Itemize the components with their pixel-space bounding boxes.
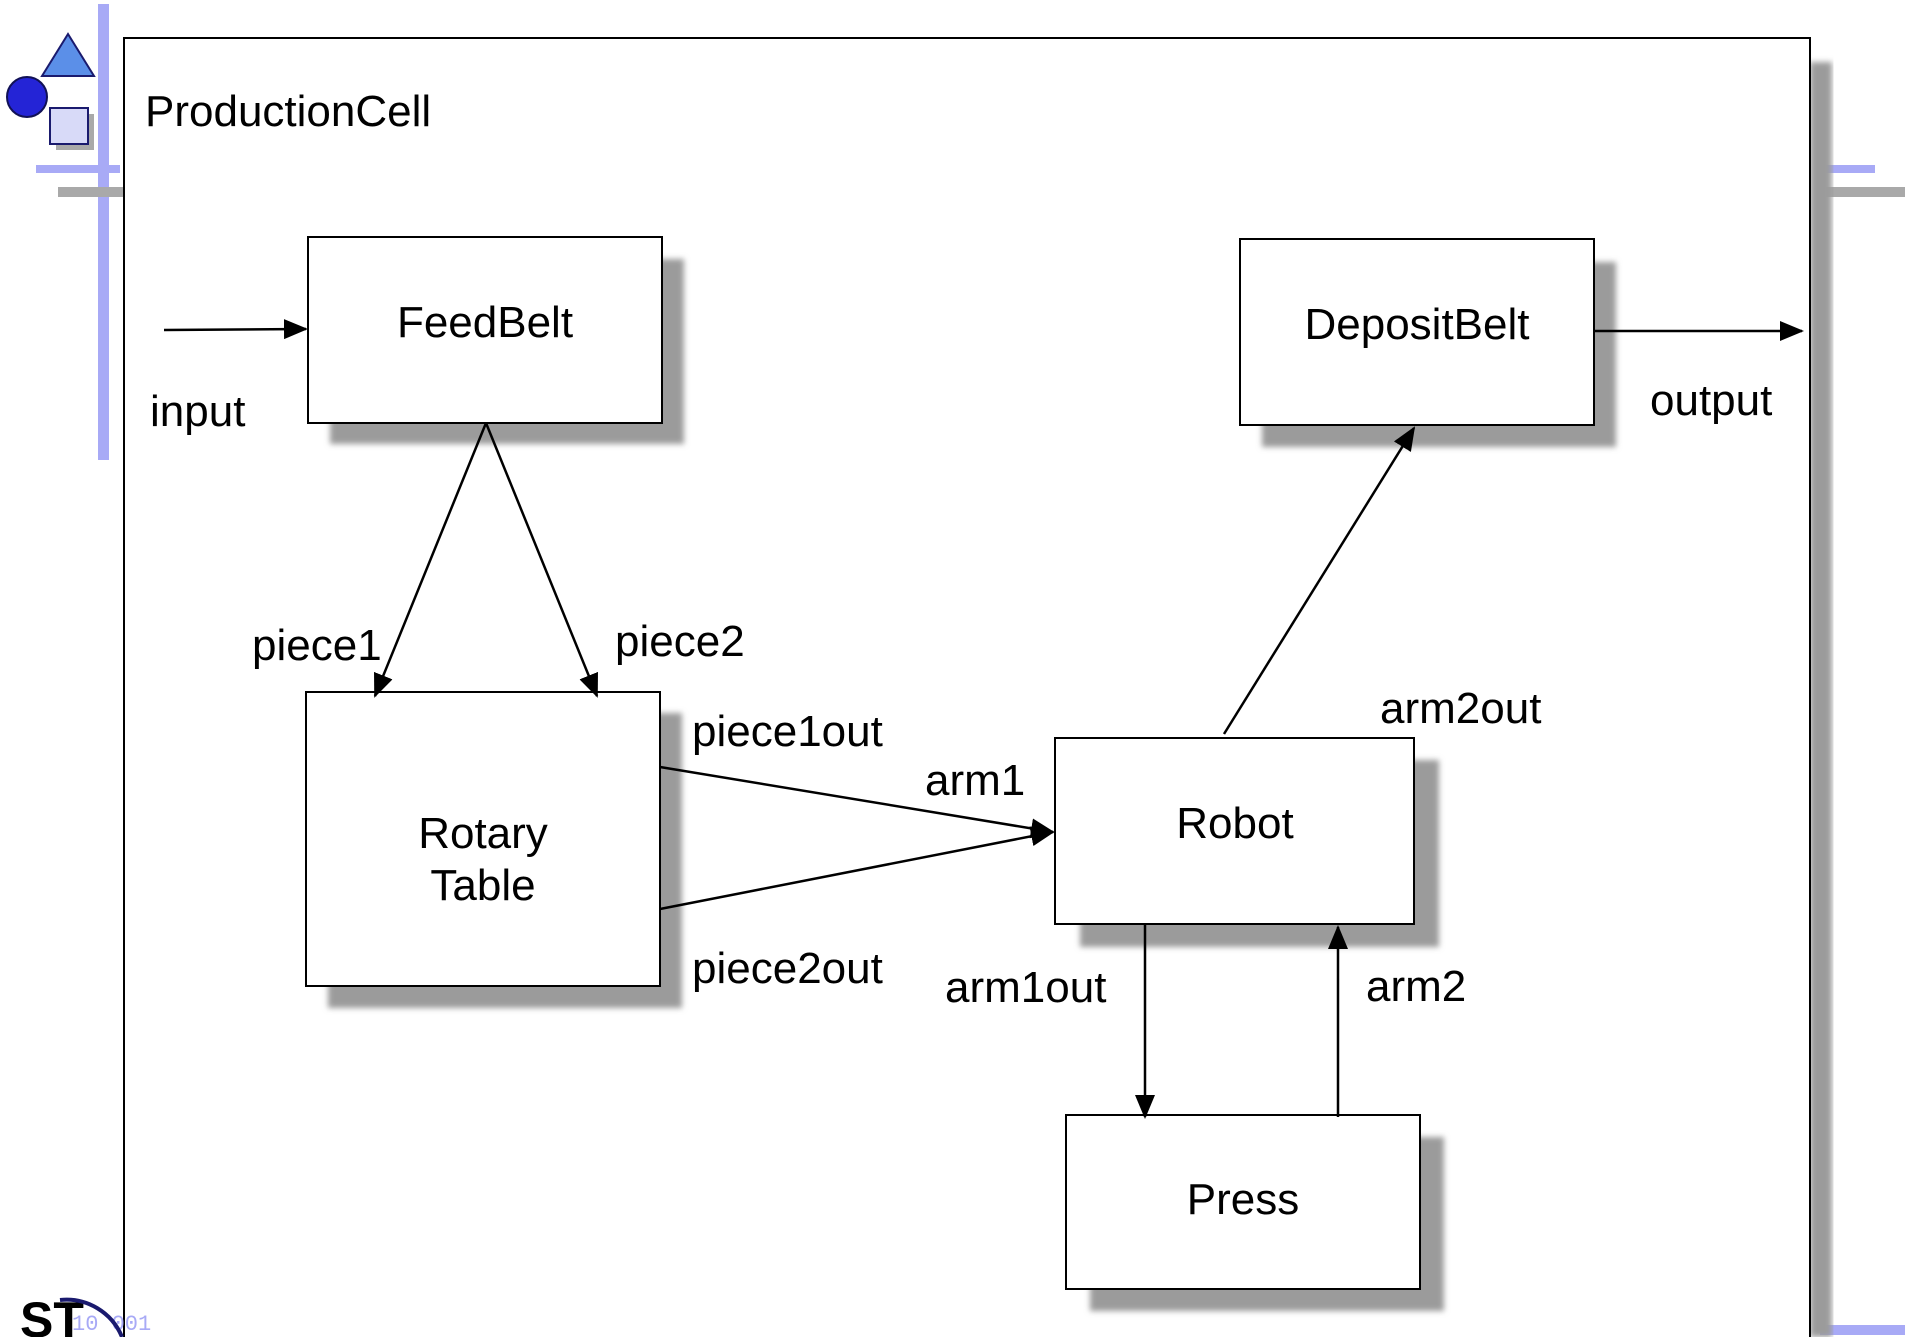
arm1out-label: arm1out bbox=[945, 963, 1106, 1012]
output-label: output bbox=[1650, 376, 1772, 425]
left-gray-bar bbox=[58, 187, 124, 197]
frame-border bbox=[123, 37, 1811, 1337]
left-horizontal-bar bbox=[36, 165, 120, 173]
piece1-label: piece1 bbox=[252, 621, 382, 670]
st-logo: ST 10 001 bbox=[20, 1292, 151, 1337]
st-logo-arc bbox=[59, 1297, 124, 1337]
port-labels: input output piece1 piece2 piece1out pie… bbox=[150, 376, 1772, 1012]
rotary-table-label-line1: Rotary bbox=[418, 809, 548, 858]
piece2out-to-arm1-arrow bbox=[659, 826, 1055, 911]
input-arrow bbox=[163, 319, 308, 340]
left-vertical-bar bbox=[98, 4, 109, 460]
diagram-title: ProductionCell bbox=[145, 87, 431, 136]
depositbelt-component: DepositBelt bbox=[1239, 238, 1595, 426]
feedbelt-to-piece2-arrow bbox=[484, 422, 599, 698]
triangle-icon bbox=[40, 32, 96, 77]
right-horizontal-bar bbox=[1820, 165, 1875, 173]
production-cell-frame: ProductionCell bbox=[123, 37, 1832, 1337]
frame-shadow bbox=[1810, 62, 1832, 1337]
circle-icon bbox=[6, 76, 48, 118]
piece1out-to-arm1-arrow bbox=[659, 765, 1055, 839]
arm1-label: arm1 bbox=[925, 756, 1025, 805]
depositbelt-label: DepositBelt bbox=[1304, 300, 1529, 349]
connectors bbox=[163, 319, 1804, 1119]
slide-decoration bbox=[6, 4, 1905, 1335]
press-label: Press bbox=[1187, 1175, 1299, 1224]
arm2out-to-depositbelt-arrow bbox=[1222, 426, 1416, 735]
right-gray-bar bbox=[1820, 187, 1905, 197]
shapes-icon bbox=[6, 32, 96, 150]
input-label: input bbox=[150, 387, 245, 436]
robot-label: Robot bbox=[1176, 799, 1293, 848]
feedbelt-label: FeedBelt bbox=[397, 298, 573, 347]
piece2-label: piece2 bbox=[615, 617, 745, 666]
arm2out-label: arm2out bbox=[1380, 684, 1541, 733]
feedbelt-to-piece1-arrow bbox=[373, 422, 488, 698]
piece2out-label: piece2out bbox=[692, 944, 883, 993]
rotary-table-component: Rotary Table bbox=[305, 691, 661, 987]
arm2-label: arm2 bbox=[1366, 962, 1466, 1011]
feedbelt-component: FeedBelt bbox=[307, 236, 663, 424]
rotary-table-label-line2: Table bbox=[430, 861, 535, 910]
robot-component: Robot bbox=[1054, 737, 1415, 925]
bottom-right-bar bbox=[1820, 1325, 1905, 1335]
press-component: Press bbox=[1065, 1114, 1421, 1290]
square-icon bbox=[49, 107, 89, 145]
st-logo-digits: 10 001 bbox=[72, 1312, 151, 1337]
piece1out-label: piece1out bbox=[692, 707, 883, 756]
